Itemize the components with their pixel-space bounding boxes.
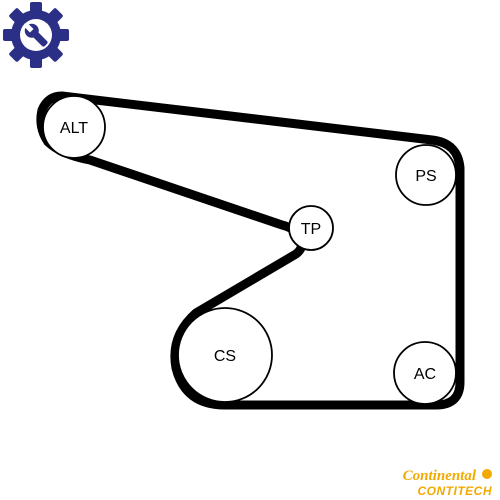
continental-contitech-logo: Continental CONTITECH [403, 468, 492, 498]
brand-line1: Continental [403, 468, 477, 484]
gear-wrench-icon [3, 2, 69, 68]
brand-line2: CONTITECH [418, 484, 493, 498]
pulley-label-ps: PS [415, 168, 436, 185]
pulley-label-cs: CS [214, 348, 236, 365]
pulley-ac: AC [393, 341, 457, 405]
horse-emblem-icon [482, 469, 492, 479]
pulley-label-tp: TP [301, 221, 321, 238]
pulley-cs: CS [177, 307, 273, 403]
pulley-ps: PS [395, 144, 457, 206]
pulley-label-ac: AC [414, 366, 436, 383]
pulley-alt: ALT [42, 95, 106, 159]
pulley-tp: TP [288, 205, 334, 251]
pulley-label-alt: ALT [60, 120, 88, 137]
